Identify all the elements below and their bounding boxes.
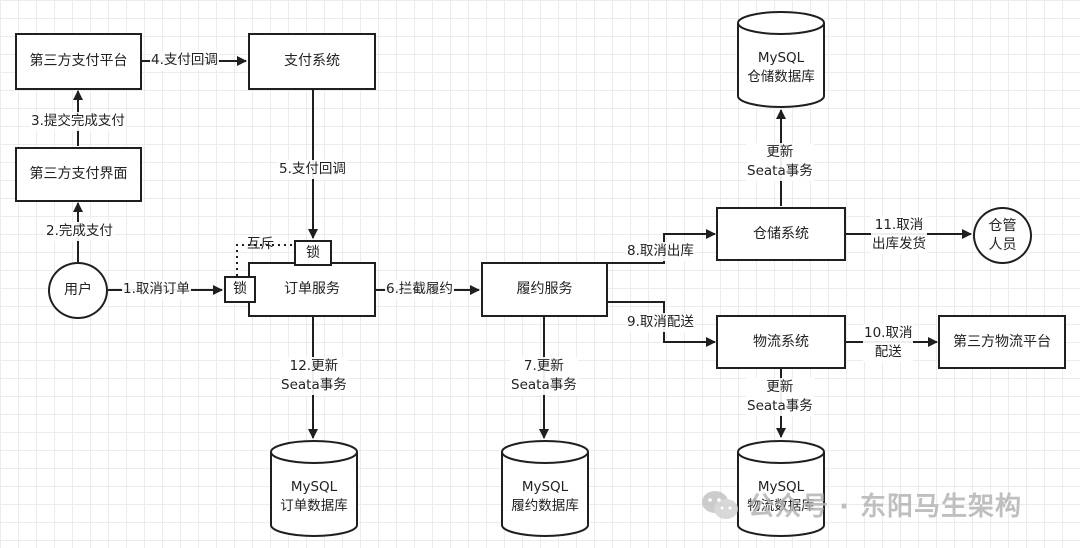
db-order-line2: 订单数据库 (280, 498, 348, 514)
label-e11-line2: 出库发货 (872, 236, 926, 252)
label-logistics-update: 更新 Seata事务 (746, 378, 814, 416)
label-e4: 4.支付回调 (150, 51, 219, 70)
label-e10-line1: 10.取消 (864, 325, 913, 341)
label-e9: 9.取消配送 (626, 313, 695, 332)
label-e10-line2: 配送 (874, 344, 902, 360)
db-fulfillment-label: MySQL 履约数据库 (502, 478, 588, 516)
fulfillment-service-box: 履约服务 (481, 262, 608, 317)
db-warehouse-shape (737, 11, 825, 108)
db-logistics-label: MySQL 物流数据库 (738, 478, 824, 516)
wechat-icon (702, 490, 738, 519)
payment-system-box: 支付系统 (248, 33, 376, 90)
label-e8: 8.取消出库 (626, 242, 695, 261)
label-warehouse-update: 更新 Seata事务 (746, 143, 814, 181)
label-e7-line2: Seata事务 (511, 377, 577, 393)
label-warehouse-update-line1: 更新 (766, 144, 794, 160)
label-warehouse-update-line2: Seata事务 (747, 163, 813, 179)
label-e1: 1.取消订单 (122, 280, 191, 299)
third-pay-ui-box: 第三方支付界面 (15, 147, 142, 202)
db-logistics-line1: MySQL (757, 479, 805, 495)
lock-left: 锁 (224, 276, 256, 303)
user-node: 用户 (48, 262, 108, 319)
staff-line2: 人员 (988, 236, 1017, 253)
lock-top: 锁 (294, 240, 332, 266)
db-fulfillment-shape (501, 440, 589, 537)
warehouse-system-box: 仓储系统 (716, 207, 846, 261)
db-fulfillment-line2: 履约数据库 (511, 498, 579, 514)
staff-line1: 仓管 (988, 217, 1017, 234)
label-e12: 12.更新 Seata事务 (280, 357, 348, 395)
label-mutex: 互斥 (247, 236, 274, 252)
mutex-link (236, 244, 293, 276)
db-warehouse-line2: 仓储数据库 (747, 69, 815, 85)
label-e12-line2: Seata事务 (281, 377, 347, 393)
db-order-line1: MySQL (290, 479, 338, 495)
warehouse-staff-node: 仓管 人员 (973, 207, 1032, 264)
watermark: 公众号 · 东阳马生架构 (700, 486, 1022, 523)
db-order-label: MySQL 订单数据库 (271, 478, 357, 516)
label-e2: 2.完成支付 (45, 222, 114, 241)
label-e5: 5.支付回调 (278, 160, 347, 179)
label-e7: 7.更新 Seata事务 (510, 357, 578, 395)
label-e11-line1: 11.取消 (874, 217, 924, 233)
label-logistics-update-line2: Seata事务 (747, 398, 813, 414)
label-e12-line1: 12.更新 (289, 358, 339, 374)
label-e7-line1: 7.更新 (523, 358, 564, 374)
db-warehouse-label: MySQL 仓储数据库 (738, 49, 824, 87)
label-logistics-update-line1: 更新 (766, 379, 794, 395)
watermark-text: 公众号 · 东阳马生架构 (748, 492, 1022, 522)
third-logistics-platform-box: 第三方物流平台 (938, 315, 1066, 369)
logistics-system-box: 物流系统 (716, 315, 846, 369)
label-e6: 6.拦截履约 (385, 280, 454, 299)
db-warehouse-line1: MySQL (757, 50, 805, 66)
label-e11: 11.取消 出库发货 (871, 216, 927, 254)
label-e10: 10.取消 配送 (863, 324, 914, 362)
db-logistics-shape (737, 440, 825, 537)
db-order-shape (270, 440, 358, 537)
db-logistics-line2: 物流数据库 (747, 498, 815, 514)
third-pay-platform-box: 第三方支付平台 (15, 33, 142, 90)
db-fulfillment-line1: MySQL (521, 479, 569, 495)
order-service-box: 订单服务 (248, 262, 376, 317)
label-e3: 3.提交完成支付 (30, 112, 126, 131)
